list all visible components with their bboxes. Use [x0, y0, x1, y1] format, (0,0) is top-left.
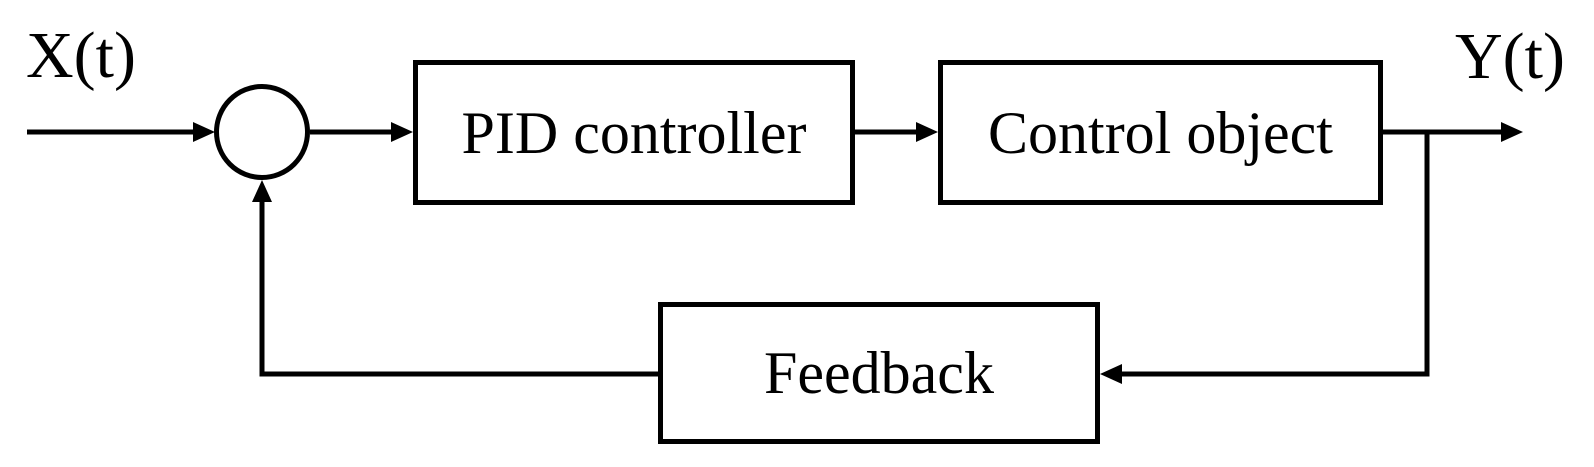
control-object-label: Control object [988, 99, 1333, 166]
pid-to-control-arrow [855, 122, 938, 142]
pid-controller-block: PID controller [413, 60, 855, 205]
feedback-block: Feedback [658, 302, 1100, 444]
output-to-feedback-arrow [1100, 132, 1430, 384]
feedback-label: Feedback [764, 340, 994, 406]
output-signal-label: Y(t) [1455, 20, 1565, 93]
input-signal-label: X(t) [26, 19, 136, 92]
summing-junction-circle [214, 84, 310, 180]
input-arrow [27, 122, 215, 142]
control-object-block: Control object [938, 60, 1383, 205]
feedback-to-sum-arrow [252, 180, 658, 377]
pid-controller-label: PID controller [461, 99, 807, 166]
sum-to-pid-arrow [310, 122, 413, 142]
output-arrow [1383, 122, 1523, 142]
